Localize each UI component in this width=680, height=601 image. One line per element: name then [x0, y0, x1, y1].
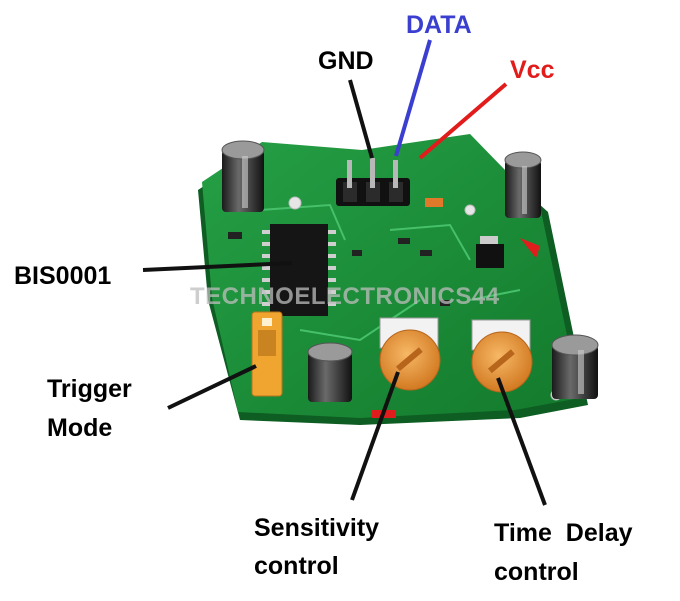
- trigger-mode-label-line2: Mode: [47, 414, 113, 442]
- data-label: DATA: [406, 11, 472, 39]
- vcc-label: Vcc: [510, 56, 555, 84]
- pointer-lines: [142, 39, 547, 506]
- bis0001-label: BIS0001: [14, 262, 112, 290]
- pin-header-3: [336, 158, 410, 206]
- sensitivity-control-label-line2: control: [254, 552, 339, 580]
- watermark-text: TECHNOELECTRONICS44: [190, 283, 500, 310]
- gnd-label: GND: [318, 47, 374, 75]
- trigger-mode-label-line1: Trigger: [47, 375, 132, 403]
- trigger-jumper: [251, 311, 283, 397]
- time-delay-control-label-line2: control: [494, 558, 579, 586]
- electrolytic-capacitor: [307, 342, 353, 402]
- time-delay-control-label-line1: Time Delay: [494, 519, 633, 547]
- electrolytic-capacitor: [221, 140, 265, 212]
- bis0001-chip: [262, 224, 336, 316]
- smd-components: [228, 198, 504, 306]
- electrolytic-capacitor: [551, 334, 599, 399]
- trimmer-potentiometer: [471, 319, 533, 393]
- electrolytic-capacitor: [504, 151, 542, 218]
- sensitivity-control-label-line1: Sensitivity: [254, 514, 380, 542]
- trimmer-potentiometer: [379, 317, 441, 391]
